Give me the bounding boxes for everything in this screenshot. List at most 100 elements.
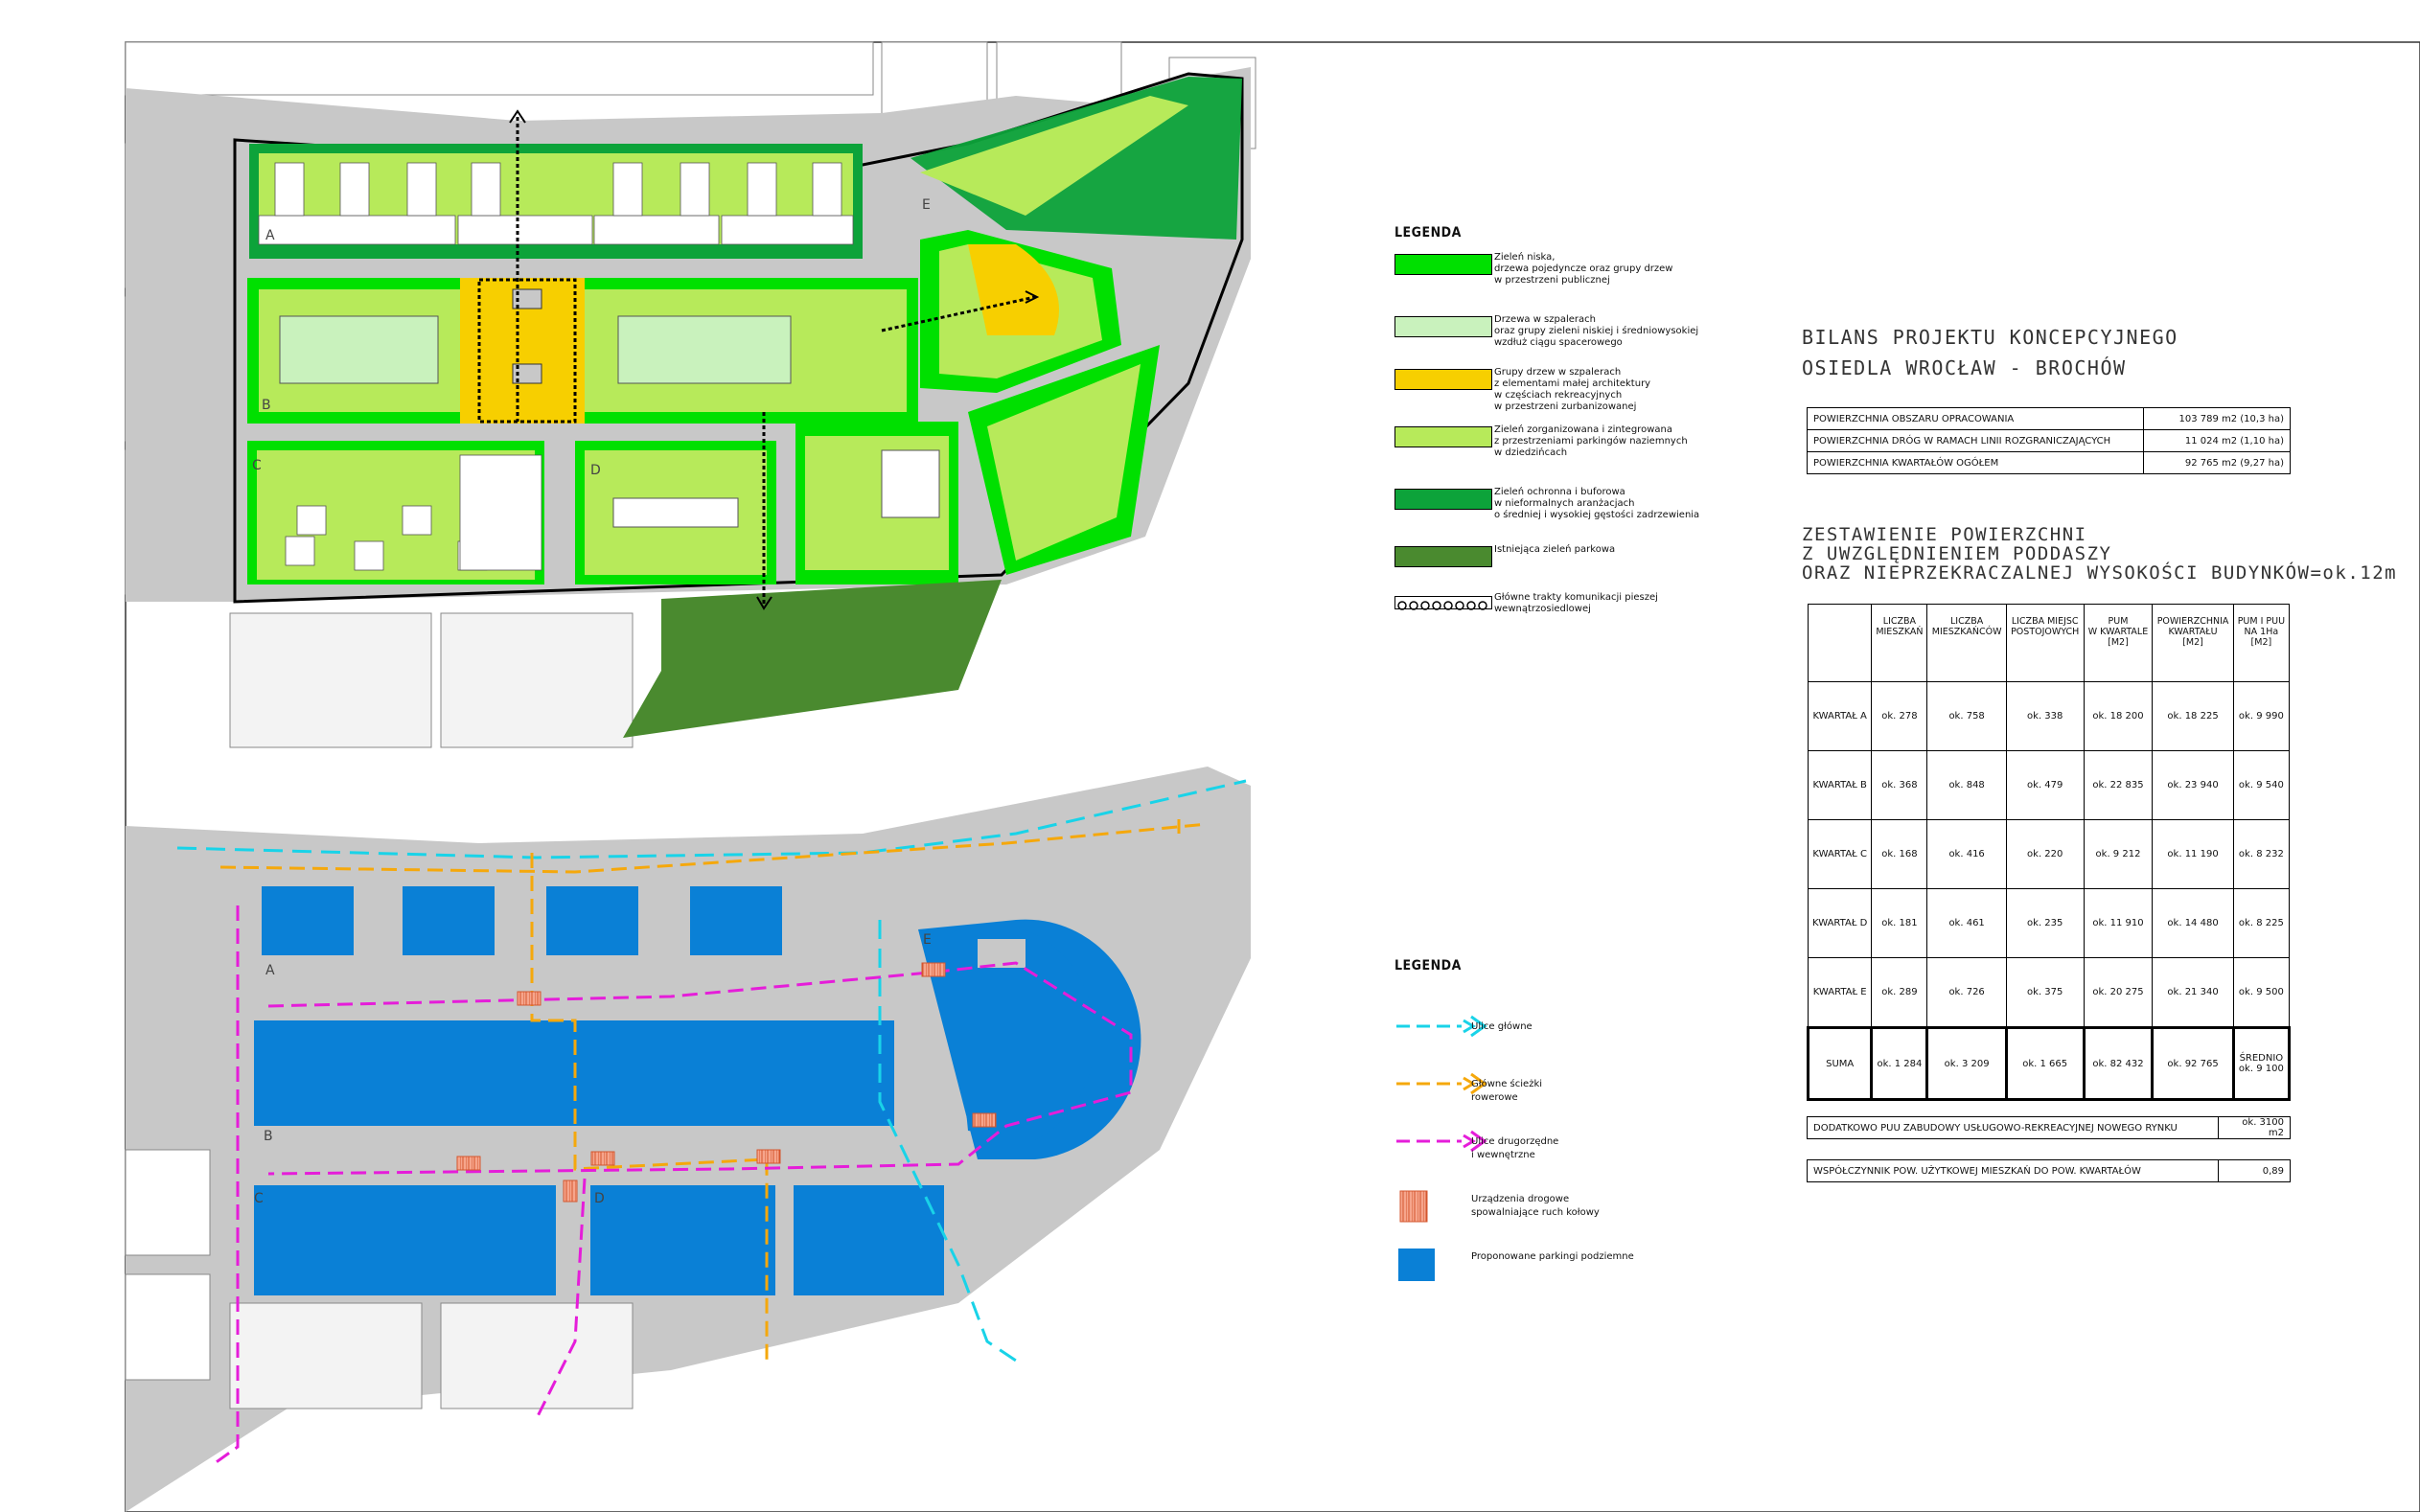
- summary-sum-cell: ok. 92 765: [2151, 1026, 2235, 1101]
- summary-cell: KWARTAŁ E: [1807, 957, 1873, 1028]
- legend-arrow-icon: [1396, 1072, 1487, 1095]
- summary-cell: ok. 18 200: [2083, 681, 2154, 751]
- balance-label: POWIERZCHNIA OBSZARU OPRACOWANIA: [1807, 407, 2144, 430]
- summary-cell: ok. 9 500: [2232, 957, 2291, 1028]
- summary-cell: ok. 726: [1926, 957, 2007, 1028]
- summary-cell: ok. 14 480: [2152, 888, 2234, 958]
- legend-top-swatch: [1394, 546, 1492, 567]
- balance-row: POWIERZCHNIA DRÓG W RAMACH LINII ROZGRAN…: [1807, 429, 2291, 452]
- legend-top-swatch: [1394, 316, 1492, 337]
- summary-header-cell: PUM I PUU NA 1Ha [M2]: [2232, 604, 2291, 682]
- summary-cell: ok. 21 340: [2152, 957, 2234, 1028]
- summary-cell: ok. 8 232: [2232, 819, 2291, 889]
- block-label-d-bottom: D: [594, 1191, 605, 1206]
- legend-bottom-symbol: [1394, 1015, 1490, 1042]
- balance-title-line-2: OSIEDLA WROCŁAW - BROCHÓW: [1802, 356, 2127, 379]
- block-label-a-bottom: A: [265, 963, 275, 978]
- block-label-d-top: D: [590, 463, 601, 478]
- summary-title-line-2: Z UWZGLĘDNIENIEM PODDASZY: [1802, 543, 2112, 564]
- bottom-site-plan: [125, 767, 1251, 1512]
- balance-title: BILANS PROJEKTU KONCEPCYJNEGO OSIEDLA WR…: [1802, 322, 2178, 383]
- block-label-b-bottom: B: [264, 1129, 273, 1144]
- legend-top-text: Zieleń niska, drzewa pojedyncze oraz gru…: [1494, 252, 1673, 286]
- legend-top-swatch: [1394, 426, 1492, 447]
- summary-cell: ok. 20 275: [2083, 957, 2154, 1028]
- summary-cell: ok. 9 990: [2232, 681, 2291, 751]
- legend-bottom-symbol: [1394, 1187, 1433, 1229]
- extra-row-2-table: WSPÓŁCZYNNIK POW. UŻYTKOWEJ MIESZKAŃ DO …: [1807, 1159, 2291, 1182]
- legend-top: LEGENDA Zieleń niska, drzewa pojedyncze …: [1394, 225, 1720, 647]
- parking-swatch-icon: [1398, 1249, 1435, 1281]
- legend-top-text: Istniejąca zieleń parkowa: [1494, 544, 1616, 555]
- summary-header-cell: POWIERZCHNIA KWARTAŁU [M2]: [2152, 604, 2234, 682]
- legend-top-text: Drzewa w szpalerach oraz grupy zieleni n…: [1494, 314, 1699, 348]
- block-label-e-top: E: [922, 197, 931, 213]
- summary-cell: KWARTAŁ C: [1807, 819, 1873, 889]
- legend-top-text: Główne trakty komunikacji pieszej wewnąt…: [1494, 592, 1658, 614]
- legend-arrow-icon: [1396, 1015, 1487, 1038]
- block-label-c-top: C: [252, 458, 262, 473]
- balance-title-line-1: BILANS PROJEKTU KONCEPCYJNEGO: [1802, 326, 2178, 349]
- summary-title: ZESTAWIENIE POWIERZCHNI Z UWZGLĘDNIENIEM…: [1802, 525, 2397, 583]
- legend-bottom-text: Ulice drugorzędne i wewnętrzne: [1471, 1136, 1559, 1160]
- legend-top-swatch: [1394, 596, 1492, 610]
- summary-cell: ok. 416: [1926, 819, 2007, 889]
- balance-label: POWIERZCHNIA KWARTAŁÓW OGÓŁEM: [1807, 451, 2144, 474]
- summary-cell: ok. 18 225: [2152, 681, 2234, 751]
- extra-row-2-value: 0,89: [2218, 1159, 2291, 1182]
- block-label-e-bottom: E: [923, 932, 932, 948]
- legend-bottom-text: Ulice główne: [1471, 1021, 1533, 1032]
- legend-bottom-title: LEGENDA: [1394, 958, 1462, 974]
- summary-sum-cell: SUMA: [1806, 1026, 1874, 1101]
- summary-sum-cell: ok. 1 284: [1870, 1026, 1929, 1101]
- summary-sum-cell: ŚREDNIO ok. 9 100: [2231, 1026, 2292, 1101]
- legend-bottom-symbol: [1394, 1245, 1437, 1287]
- block-label-c-bottom: C: [254, 1191, 264, 1206]
- summary-cell: ok. 338: [2005, 681, 2085, 751]
- legend-top-text: Zieleń zorganizowana i zintegrowana z pr…: [1494, 424, 1688, 458]
- block-label-b-top: B: [262, 398, 271, 413]
- balance-value: 103 789 m2 (10,3 ha): [2143, 407, 2291, 430]
- summary-cell: KWARTAŁ B: [1807, 750, 1873, 820]
- summary-cell: ok. 368: [1871, 750, 1928, 820]
- top-site-plan: [125, 41, 1256, 748]
- summary-cell: ok. 461: [1926, 888, 2007, 958]
- summary-cell: ok. 479: [2005, 750, 2085, 820]
- legend-top-swatch: [1394, 254, 1492, 275]
- summary-cell: ok. 220: [2005, 819, 2085, 889]
- summary-cell: ok. 168: [1871, 819, 1928, 889]
- summary-title-line-1: ZESTAWIENIE POWIERZCHNI: [1802, 524, 2087, 545]
- balance-value: 11 024 m2 (1,10 ha): [2143, 429, 2291, 452]
- summary-header-cell: LICZBA MIESZKAŃCÓW: [1926, 604, 2007, 682]
- summary-cell: ok. 289: [1871, 957, 1928, 1028]
- legend-bottom-symbol: [1394, 1072, 1490, 1099]
- legend-bottom-symbol: [1394, 1130, 1490, 1157]
- summary-header-cell: PUM W KWARTALE [M2]: [2083, 604, 2154, 682]
- summary-cell: ok. 375: [2005, 957, 2085, 1028]
- extra-row-1-label: DODATKOWO PUU ZABUDOWY USŁUGOWO-REKREACY…: [1807, 1116, 2219, 1139]
- summary-header-cell: [1807, 604, 1873, 682]
- summary-header-cell: LICZBA MIEJSC POSTOJOWYCH: [2005, 604, 2085, 682]
- legend-top-swatch: [1394, 489, 1492, 510]
- summary-cell: ok. 235: [2005, 888, 2085, 958]
- summary-sum-cell: ok. 82 432: [2082, 1026, 2155, 1101]
- extra-row-1-value: ok. 3100 m2: [2218, 1116, 2291, 1139]
- legend-top-swatch: [1394, 369, 1492, 390]
- summary-cell: KWARTAŁ D: [1807, 888, 1873, 958]
- legend-bottom-text: Proponowane parkingi podziemne: [1471, 1251, 1634, 1262]
- speed-bump-icon: [1399, 1190, 1428, 1223]
- legend-arrow-icon: [1396, 1130, 1487, 1153]
- legend-bottom-text: Główne ścieżki rowerowe: [1471, 1079, 1543, 1103]
- extra-row-1-table: DODATKOWO PUU ZABUDOWY USŁUGOWO-REKREACY…: [1807, 1116, 2291, 1139]
- summary-title-line-3: ORAZ NIEPRZEKRACZALNEJ WYSOKOŚCI BUDYNKÓ…: [1802, 562, 2398, 584]
- extra-row-2-label: WSPÓŁCZYNNIK POW. UŻYTKOWEJ MIESZKAŃ DO …: [1807, 1159, 2219, 1182]
- summary-cell: ok. 848: [1926, 750, 2007, 820]
